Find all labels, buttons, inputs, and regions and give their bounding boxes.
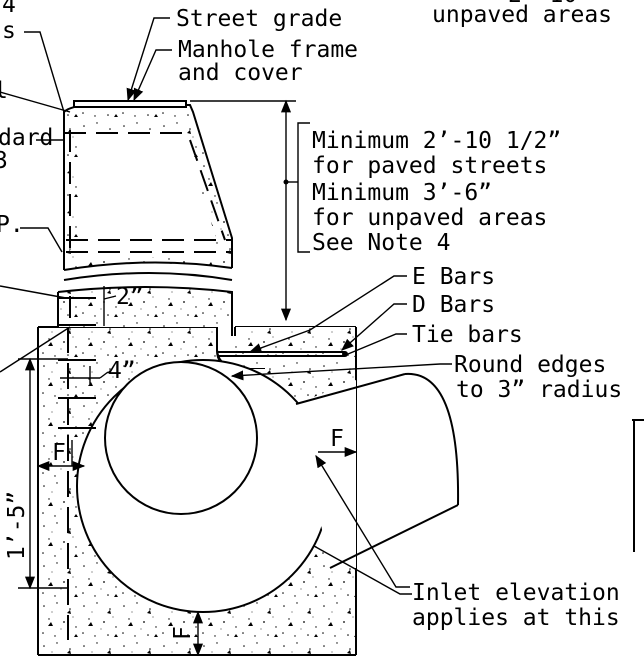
label-dim-note-3: Minimum 3’-6” [312, 180, 492, 206]
label-e-bars: E Bars [412, 264, 495, 290]
label-partial-dard: dard [0, 125, 53, 151]
riser [57, 100, 233, 336]
label-dim-note-5: See Note 4 [312, 230, 450, 256]
label-round-edges: Round edges [454, 352, 606, 378]
label-partial-l: l [0, 78, 8, 104]
label-dim-note-1: Minimum 2’-10 1/2” [312, 128, 561, 154]
top-slab-bars [217, 351, 348, 357]
label-partial-s: s [2, 18, 16, 44]
dim-1ft5 [18, 357, 68, 590]
label-inlet-elevation: Inlet elevation [412, 580, 620, 606]
label-partial-top-right-2: unpaved areas [432, 2, 612, 28]
pipe-opening [76, 359, 330, 613]
label-and-cover: and cover [178, 60, 303, 86]
label-dim-note-4: for unpaved areas [312, 205, 547, 231]
right-edge-partial-text [632, 419, 644, 552]
dim-2in [103, 286, 117, 326]
dim-4in [60, 366, 109, 384]
riser-height-dimension [190, 99, 310, 322]
label-dim-note-2: for paved streets [312, 153, 547, 179]
label-applies-at-this: applies at this [412, 605, 620, 631]
label-dim-f-left: F [52, 440, 66, 466]
label-partial-3: 3 [0, 148, 8, 174]
label-round-radius: to 3” radius [456, 377, 622, 403]
label-street-grade: Street grade [176, 6, 342, 32]
drawing-labels: 4 s l dard 3 P. Street grade Manhole fra… [0, 0, 622, 640]
label-d-bars: D Bars [412, 292, 495, 318]
label-dim-f-right: F [330, 426, 344, 452]
label-partial-top-right-1: 2’-10 [508, 0, 577, 8]
leaders [0, 17, 452, 595]
lateral-pipe [295, 372, 460, 569]
label-dim-1ft5: 1’-5” [4, 491, 30, 560]
label-tie-bars: Tie bars [412, 322, 523, 348]
label-dim-4in: 4” [108, 358, 136, 384]
label-dim-2in: 2” [116, 284, 144, 310]
dim-f-left [36, 440, 86, 472]
label-partial-4: 4 [2, 0, 16, 18]
label-manhole-frame: Manhole frame [178, 37, 358, 63]
label-dim-f-bottom: F [170, 626, 196, 640]
label-partial-p: P. [0, 212, 24, 238]
